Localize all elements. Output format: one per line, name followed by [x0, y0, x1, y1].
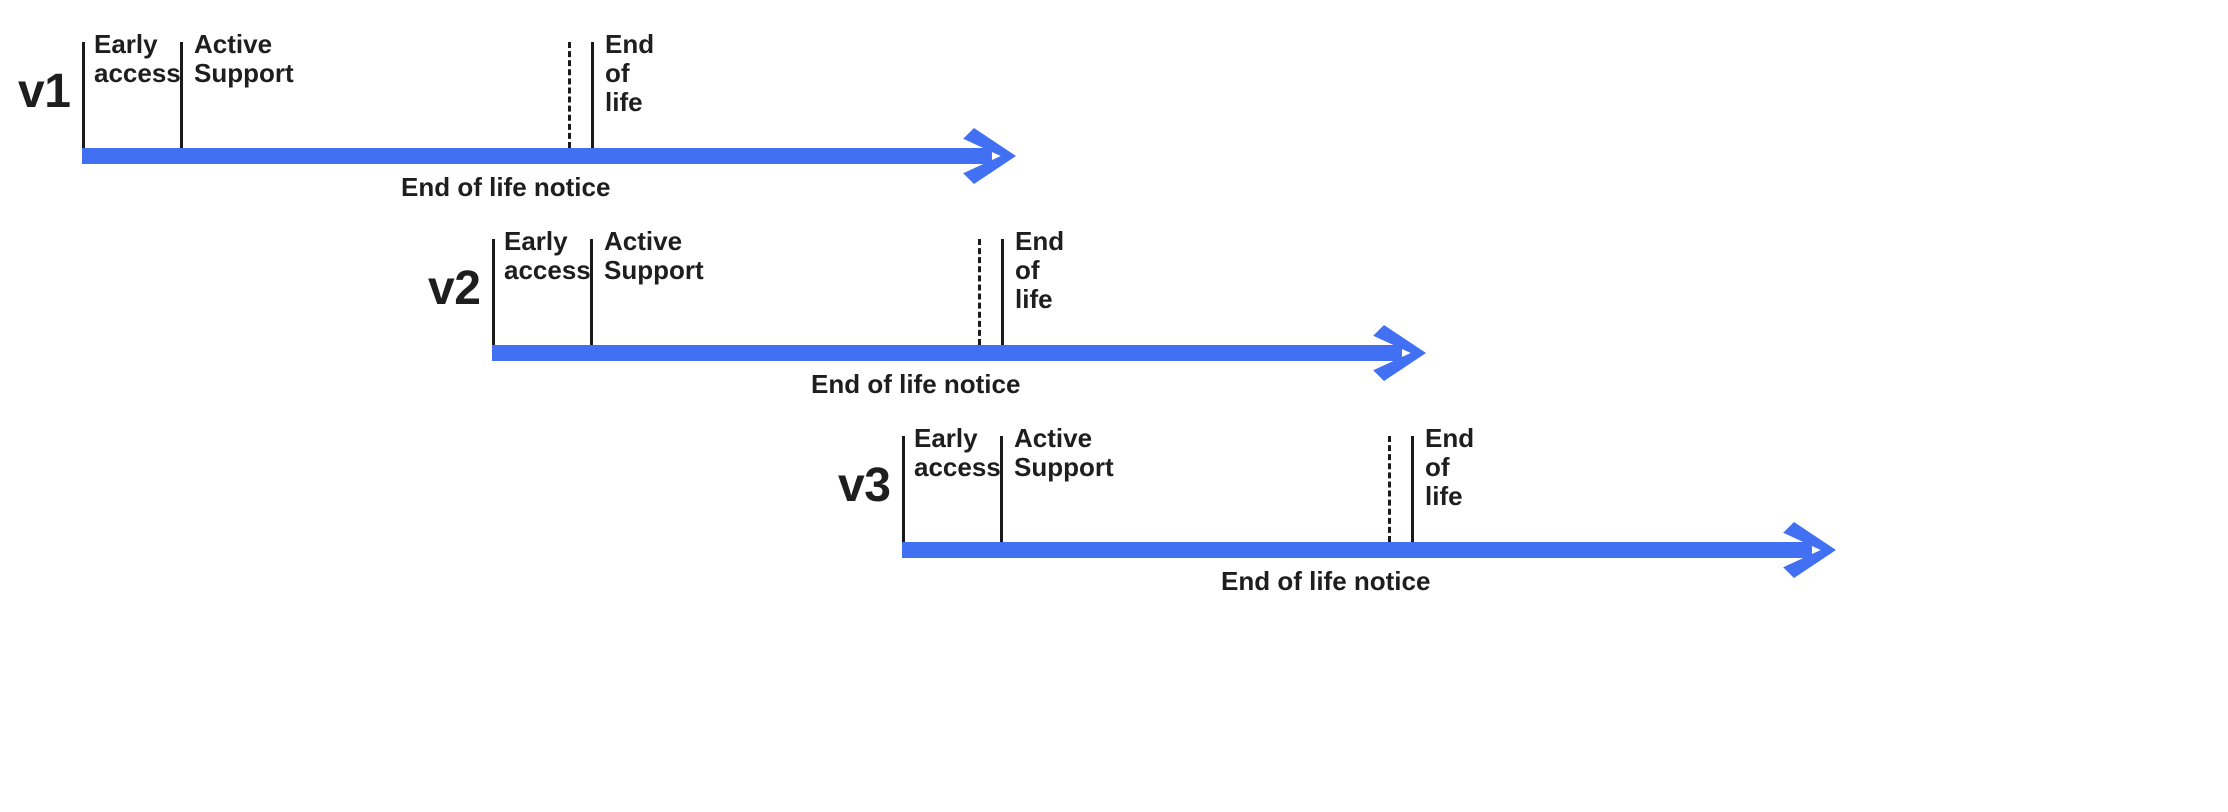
arrow-head: [963, 128, 1016, 184]
timeline-arrow-v3: [902, 522, 1836, 578]
version-label-v3: v3: [838, 459, 891, 512]
timeline-arrow-v2: [492, 325, 1426, 381]
phase-label-end-of-life: End of life: [605, 29, 655, 118]
arrow-head: [1783, 522, 1836, 578]
phase-label-early-access: Early access: [94, 29, 181, 89]
phase-label-early-access: Early access: [504, 226, 591, 286]
end-of-life-notice-label: End of life notice: [1221, 566, 1431, 596]
phase-label-active-support: Active Support: [1014, 423, 1114, 483]
phase-divider-early-access: [902, 436, 905, 542]
arrow-shaft: [902, 542, 1812, 558]
phase-label-active-support: Active Support: [194, 29, 294, 89]
end-of-life-notice-label: End of life notice: [401, 172, 611, 202]
phase-divider-end-of-life: [1411, 436, 1414, 542]
phase-label-end-of-life: End of life: [1015, 226, 1065, 315]
arrow-shaft: [492, 345, 1402, 361]
phase-divider-end-of-life: [591, 42, 594, 148]
version-label-v2: v2: [428, 262, 481, 315]
phase-divider-end-of-life: [1001, 239, 1004, 345]
phase-label-end-of-life: End of life: [1425, 423, 1475, 512]
arrow-head: [1373, 325, 1426, 381]
phase-divider-active-support: [590, 239, 593, 345]
phase-label-active-support: Active Support: [604, 226, 704, 286]
version-label-v1: v1: [18, 65, 71, 118]
phase-divider-active-support: [180, 42, 183, 148]
phase-divider-early-access: [82, 42, 85, 148]
phase-label-early-access: Early access: [914, 423, 1001, 483]
phase-divider-end-of-life-notice-start: [1388, 436, 1391, 542]
timeline-arrow-v1: [82, 128, 1016, 184]
phase-divider-active-support: [1000, 436, 1003, 542]
end-of-life-notice-label: End of life notice: [811, 369, 1021, 399]
phase-divider-end-of-life-notice-start: [978, 239, 981, 345]
phase-divider-end-of-life-notice-start: [568, 42, 571, 148]
arrow-shaft: [82, 148, 992, 164]
phase-divider-early-access: [492, 239, 495, 345]
